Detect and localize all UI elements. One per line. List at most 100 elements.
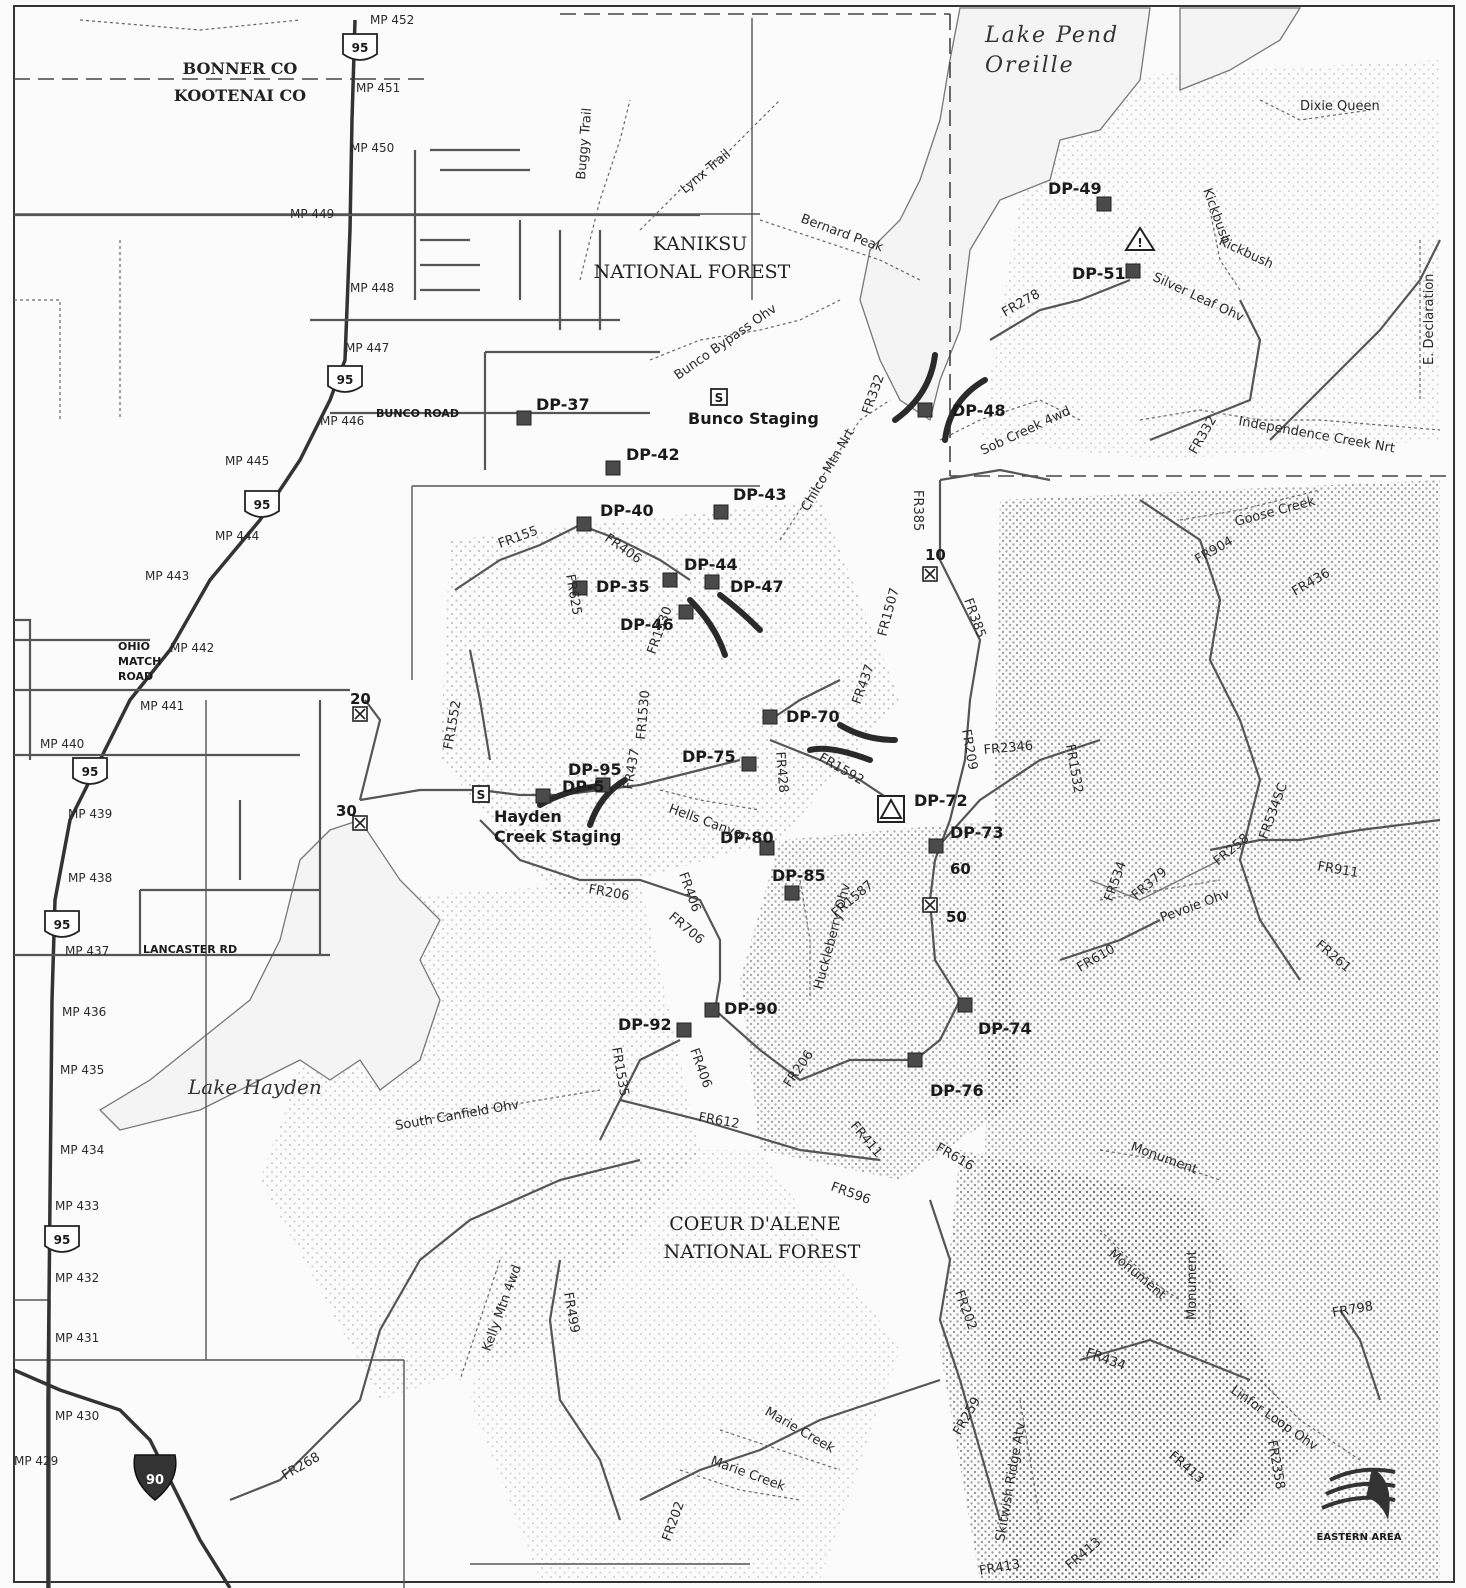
staging-areas: S Bunco Staging S Hayden Creek Staging: [472, 388, 819, 846]
drop-point-marker: [907, 1052, 923, 1068]
milepost-label: MP 431: [55, 1331, 99, 1345]
trail-label: E. Declaration: [1422, 274, 1437, 365]
milepost-label: MP 441: [140, 699, 184, 713]
drop-point-marker: [595, 777, 611, 793]
forest-road-label: FR209: [958, 728, 980, 771]
drop-point-marker: [704, 1002, 720, 1018]
drop-point-marker: [957, 997, 973, 1013]
drop-point-label: DP-51: [1072, 264, 1126, 283]
lake-oreille-label: Oreille: [985, 53, 1075, 78]
drop-point-marker: [713, 504, 729, 520]
drop-point-label: DP-90: [724, 999, 778, 1018]
drop-point: DP-49: [1048, 179, 1112, 212]
forest-road-label: FR1530: [634, 690, 653, 741]
forest-road-label: FR437: [621, 747, 643, 790]
drop-point: DP-75: [682, 747, 757, 772]
drop-point-label: DP-70: [786, 707, 840, 726]
forest-road-label: FR706: [665, 910, 706, 948]
interstate-shield: 90: [133, 1454, 177, 1501]
drop-point-label: DP-85: [772, 866, 826, 885]
drop-points: DP-37DP-42DP-43DP-40DP-44DP-47DP-35DP-46…: [516, 179, 1141, 1100]
milepost-label: MP 434: [60, 1143, 104, 1157]
trail-label: Monument: [1185, 1250, 1200, 1320]
drop-point-marker: [741, 756, 757, 772]
drop-point: DP-95: [568, 760, 622, 793]
drop-point-label: DP-72: [914, 791, 968, 810]
highway-95: [46, 19, 357, 1588]
coeur-dalene-nf-label: NATIONAL FOREST: [664, 1241, 861, 1263]
drop-point-marker: [605, 460, 621, 476]
drop-point: DP-47: [704, 574, 784, 596]
lake-pend-label: Lake Pend: [984, 23, 1119, 48]
drop-point-label: DP-35: [596, 577, 650, 596]
bunco-road-label: BUNCO ROAD: [376, 407, 459, 420]
drop-point: DP-37: [516, 395, 590, 426]
milepost-label: MP 436: [62, 1005, 106, 1019]
staging-symbol: S: [715, 391, 724, 405]
highway-shields: 95 95 95 95 95 95: [44, 33, 378, 1253]
water-labels: Lake Pend Oreille Lake Hayden: [187, 23, 1119, 1099]
drop-point: DP-73: [928, 823, 1004, 854]
trail-label: Buggy Trail: [574, 107, 595, 180]
milepost-label: MP 445: [225, 454, 269, 468]
drop-point: DP-42: [605, 445, 680, 476]
interstate-90-label: 90: [146, 1473, 164, 1488]
milepost-label: MP 430: [55, 1409, 99, 1423]
us-95-shield-label: 95: [337, 373, 354, 387]
forest-road-label: FR499: [560, 1291, 582, 1334]
drop-point-marker: [678, 604, 694, 620]
trail-label: Chilco Mtn Nrt: [798, 426, 857, 514]
milepost-label: MP 451: [356, 81, 400, 95]
forest-texture: [260, 60, 1440, 1580]
gate: 30: [336, 802, 368, 831]
us-95-shield: 95: [244, 490, 280, 518]
forest-road-label: FR2346: [983, 739, 1034, 758]
kaniksu-nf-label: NATIONAL FOREST: [594, 261, 791, 283]
drop-point: DP-92: [618, 1015, 692, 1038]
hayden-staging-label-1: Hayden: [494, 807, 562, 826]
eastern-area-logo: EASTERN AREA: [1317, 1467, 1402, 1543]
trail-label: Bunco Bypass Ohv: [672, 301, 780, 383]
drop-point: DP-76: [907, 1052, 984, 1100]
forest-road-label: FR616: [933, 1140, 976, 1174]
us-95-shield-label: 95: [54, 1233, 71, 1247]
lake-pend-oreille-arm: [1179, 7, 1302, 91]
drop-point-label: DP-76: [930, 1081, 984, 1100]
drop-point-marker: [784, 885, 800, 901]
drop-point-label: DP-95: [568, 760, 622, 779]
forest-roads: [229, 239, 1441, 1521]
drop-point-label: DP-5: [562, 777, 605, 796]
svg-text:!: !: [1137, 236, 1142, 250]
forest-road-label: FR206: [587, 882, 630, 904]
drop-point-marker: [917, 402, 933, 418]
forest-road-label: FR332: [860, 372, 888, 416]
milepost-label: MP 446: [320, 414, 364, 428]
milepost-label: MP 444: [215, 529, 259, 543]
us-95-shield: 95: [72, 757, 108, 785]
drop-point-label: DP-44: [684, 555, 738, 574]
drop-point-marker: [1125, 263, 1141, 279]
hayden-staging-icon: [472, 785, 490, 803]
milepost-label: MP 449: [290, 207, 334, 221]
gate-number: 10: [925, 546, 946, 564]
drop-point-marker: [928, 838, 944, 854]
milepost-label: MP 432: [55, 1271, 99, 1285]
us-95-shield-label: 95: [54, 918, 71, 932]
milepost-label: MP 448: [350, 281, 394, 295]
drop-point: DP-70: [762, 707, 840, 726]
milepost-label: MP 433: [55, 1199, 99, 1213]
gate: 60: [950, 860, 971, 878]
milepost-label: MP 452: [370, 13, 414, 27]
drop-point-marker: [762, 709, 778, 725]
lake-pend-oreille: [859, 7, 1151, 422]
drop-point-label: DP-42: [626, 445, 680, 464]
forest-road-label: FR268: [280, 1450, 323, 1484]
lancaster-road-label: LANCASTER RD: [143, 943, 237, 956]
us-95-shield-label: 95: [352, 41, 369, 55]
local-road-labels: BUNCO ROAD OHIO MATCH ROAD LANCASTER RD: [118, 407, 459, 956]
warning-icon: !: [1124, 226, 1156, 251]
forest-road-label: FR625: [562, 573, 584, 616]
area-labels: BONNER CO KOOTENAI CO KANIKSU NATIONAL F…: [174, 59, 861, 1263]
milepost-label: MP 442: [170, 641, 214, 655]
